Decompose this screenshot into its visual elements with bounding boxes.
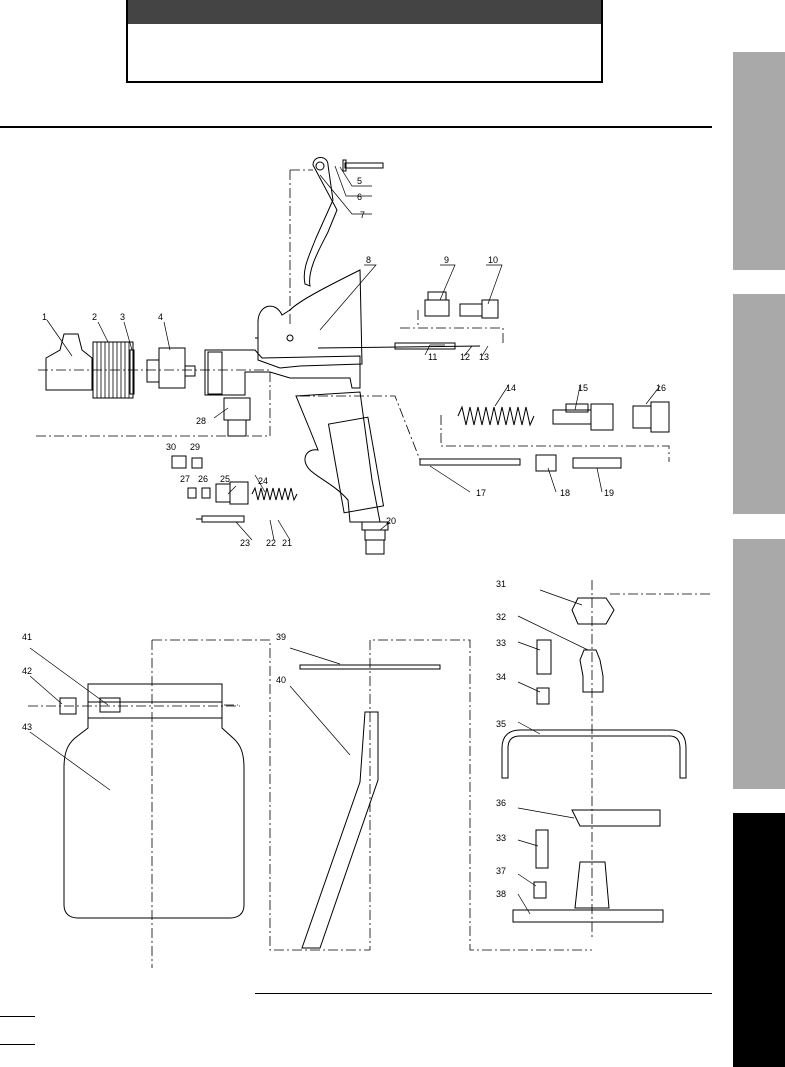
siphon-tube <box>301 711 379 949</box>
part-label-2: 2 <box>92 312 97 322</box>
fitting-9 <box>424 299 450 317</box>
needle-11 <box>317 345 481 349</box>
paint-cup <box>63 683 245 919</box>
part-label-41: 41 <box>22 632 32 642</box>
part-label-35: 35 <box>496 719 506 729</box>
part-label-5: 5 <box>357 176 362 186</box>
rod-19 <box>572 457 622 469</box>
part-label-15: 15 <box>578 383 588 393</box>
spring-14 <box>457 405 535 427</box>
part-label-33a: 33 <box>496 638 506 648</box>
leader-lines <box>29 165 661 915</box>
part-label-22: 22 <box>266 538 276 548</box>
fluid-nozzle <box>146 347 196 389</box>
part-label-38: 38 <box>496 889 506 899</box>
part-label-34: 34 <box>496 672 506 682</box>
part-label-30: 30 <box>166 442 176 452</box>
side-tab-2[interactable] <box>733 294 785 514</box>
adjusting-knob <box>632 401 670 433</box>
short-rule-2 <box>0 1044 35 1045</box>
trigger-pin <box>344 162 384 169</box>
valve-25 <box>215 481 249 505</box>
part-30 <box>171 455 187 469</box>
part-label-36: 36 <box>496 798 506 808</box>
part-label-6: 6 <box>357 192 362 202</box>
part-label-29: 29 <box>190 442 200 452</box>
air-inlet-fitting <box>364 529 386 541</box>
fitting-37 <box>533 881 547 899</box>
part-label-1: 1 <box>42 312 47 322</box>
cup-vent-41 <box>99 697 121 713</box>
needle-23 <box>201 515 245 523</box>
part-26 <box>201 487 211 499</box>
part-label-24: 24 <box>258 476 268 486</box>
part-label-40: 40 <box>276 675 286 685</box>
part-label-19: 19 <box>604 488 614 498</box>
part-label-14: 14 <box>506 383 516 393</box>
bushing-18 <box>535 454 557 472</box>
title-bar <box>128 0 601 24</box>
part-label-13: 13 <box>479 352 489 362</box>
part-label-8: 8 <box>366 255 371 265</box>
part-label-42: 42 <box>22 666 32 676</box>
part-label-43: 43 <box>22 722 32 732</box>
title-box <box>126 0 603 83</box>
part-label-32: 32 <box>496 612 506 622</box>
part-label-18: 18 <box>560 488 570 498</box>
part-label-23: 23 <box>240 538 250 548</box>
gun-body <box>204 269 385 523</box>
part-label-20: 20 <box>386 516 396 526</box>
tube-33b <box>535 829 549 869</box>
part-27 <box>187 487 197 499</box>
part-label-12: 12 <box>460 352 470 362</box>
clip-36 <box>571 809 661 827</box>
stand-base-38 <box>512 861 664 923</box>
nut-31 <box>571 597 615 625</box>
spring-24 <box>251 486 298 502</box>
hanger-35 <box>501 729 687 779</box>
fitting-34 <box>536 687 550 705</box>
part-29 <box>191 457 203 469</box>
part-label-21: 21 <box>282 538 292 548</box>
part-label-7: 7 <box>360 210 365 220</box>
bottom-rule <box>255 993 712 994</box>
fluid-inlet <box>223 397 251 421</box>
part-label-39: 39 <box>276 632 286 642</box>
part-label-31: 31 <box>496 579 506 589</box>
short-rule-1 <box>0 1016 35 1017</box>
valve-15 <box>552 403 614 431</box>
part-label-33b: 33 <box>496 833 506 843</box>
part-label-11: 11 <box>428 352 437 362</box>
side-tab-1[interactable] <box>733 52 785 270</box>
fitting-10 <box>459 299 499 319</box>
tube-33a <box>536 639 552 675</box>
part-label-3: 3 <box>120 312 125 322</box>
pin-washer <box>342 159 347 172</box>
side-tab-4-active[interactable] <box>733 813 785 1067</box>
part-label-28: 28 <box>196 416 206 426</box>
part-label-10: 10 <box>488 255 498 265</box>
part-label-17: 17 <box>476 488 486 498</box>
part-label-16: 16 <box>656 383 666 393</box>
part-label-37: 37 <box>496 866 506 876</box>
part-label-9: 9 <box>444 255 449 265</box>
exploded-parts-diagram: 1 2 3 4 5 6 7 8 9 10 11 12 13 14 15 16 1… <box>22 157 712 968</box>
part-label-26: 26 <box>198 474 208 484</box>
top-rule <box>0 126 712 128</box>
part-label-4: 4 <box>158 312 163 322</box>
part-label-27: 27 <box>180 474 190 484</box>
air-cap <box>45 333 93 391</box>
guide-lines <box>28 169 712 968</box>
part-label-25: 25 <box>220 474 230 484</box>
trigger-part <box>303 157 338 287</box>
connector-32 <box>579 649 604 693</box>
needle-17 <box>419 458 521 466</box>
side-tab-3[interactable] <box>733 539 785 789</box>
